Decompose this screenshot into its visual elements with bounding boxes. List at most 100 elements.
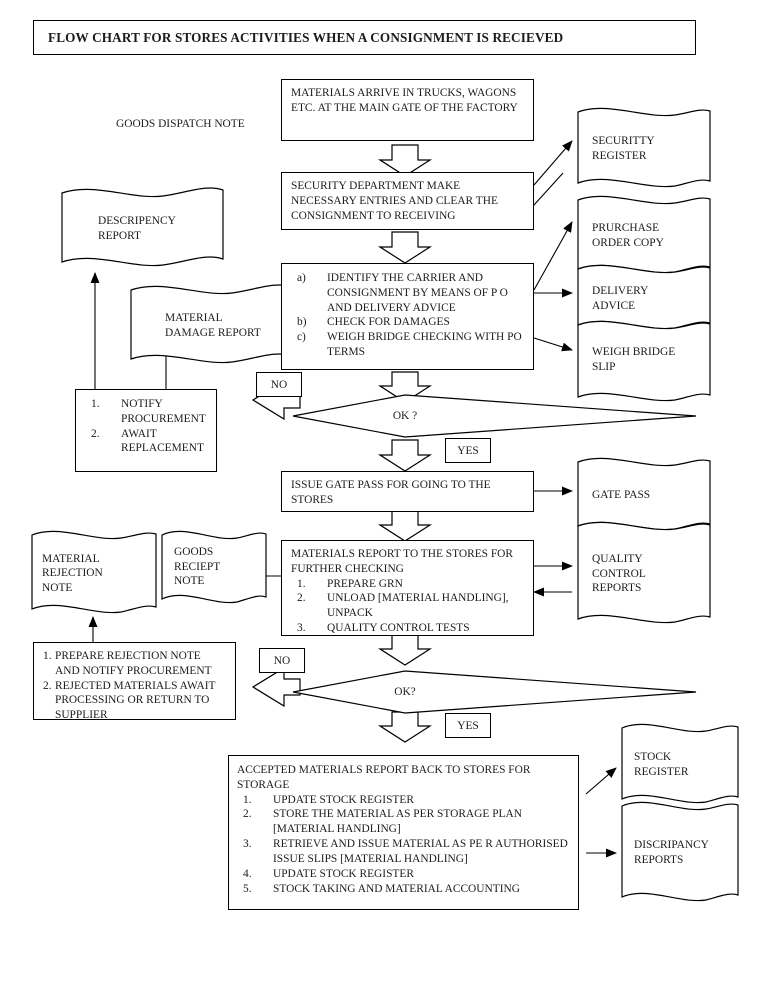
- list-marker: 2.: [91, 427, 100, 440]
- decision-diamond-ok1: [292, 394, 697, 438]
- document-label: DELIVERY ADVICE: [592, 284, 649, 312]
- notify-item-list: 1. NOTIFY PROCUREMENT 2. AWAIT REPLACEME…: [85, 397, 208, 456]
- chart-title: FLOW CHART FOR STORES ACTIVITIES WHEN A …: [33, 20, 696, 55]
- list-item: 2. STORE THE MATERIAL AS PER STORAGE PLA…: [237, 807, 570, 837]
- arrow-security-to-register: [533, 140, 573, 186]
- list-item: 1. PREPARE REJECTION NOTE AND NOTIFY PRO…: [43, 649, 227, 679]
- list-item: 2. REJECTED MATERIALS AWAIT PROCESSING O…: [43, 679, 227, 723]
- branch-label-no-1: NO: [256, 372, 302, 397]
- accepted-item-list: 1. UPDATE STOCK REGISTER 2. STORE THE MA…: [237, 793, 570, 897]
- list-marker: 1.: [43, 650, 52, 662]
- rejection-item-list: 1. PREPARE REJECTION NOTE AND NOTIFY PRO…: [43, 649, 227, 723]
- list-text: QUALITY CONTROL TESTS: [327, 622, 470, 635]
- list-item: 1. PREPARE GRN: [291, 577, 525, 592]
- document-label: GATE PASS: [592, 489, 651, 502]
- list-marker: c): [297, 331, 306, 344]
- branch-label-yes-2: YES: [445, 713, 491, 738]
- document-label: MATERIAL DAMAGE REPORT: [165, 312, 261, 339]
- list-item: c) WEIGH BRIDGE CHECKING WITH PO TERMS: [291, 330, 525, 360]
- process-prepare-rejection-note: 1. PREPARE REJECTION NOTE AND NOTIFY PRO…: [33, 642, 236, 723]
- document-label: WEIGH BRIDGE SLIP: [592, 346, 676, 373]
- list-text: STORE THE MATERIAL AS PER STORAGE PLAN […: [273, 808, 522, 836]
- list-marker: b): [297, 316, 307, 329]
- list-text: AWAIT REPLACEMENT: [121, 427, 204, 455]
- process-accepted-materials: ACCEPTED MATERIALS REPORT BACK TO STORES…: [228, 755, 579, 910]
- list-text: RETRIEVE AND ISSUE MATERIAL AS PE R AUTH…: [273, 838, 568, 865]
- document-label: SECURITTY REGISTER: [592, 135, 655, 162]
- list-text: IDENTIFY THE CARRIER AND CONSIGNMENT BY …: [327, 272, 508, 314]
- list-marker: 2.: [297, 592, 306, 605]
- list-marker: 3.: [243, 838, 252, 851]
- process-materials-arrive: MATERIALS ARRIVE IN TRUCKS, WAGONS ETC. …: [281, 79, 534, 141]
- list-marker: a): [297, 272, 306, 284]
- arrow-identify-to-wbs: [533, 337, 573, 352]
- list-text: PREPARE GRN: [327, 577, 403, 590]
- list-text: REJECTED MATERIALS AWAIT PROCESSING OR R…: [55, 679, 216, 722]
- document-delivery-advice: DELIVERY ADVICE: [578, 269, 710, 328]
- block-arrow-down-6: [377, 634, 433, 666]
- process-lead-text: MATERIALS REPORT TO THE STORES FOR FURTH…: [291, 548, 514, 575]
- list-marker: 1.: [91, 398, 100, 410]
- document-quality-control-reports: QUALITY CONTROL REPORTS: [578, 526, 710, 622]
- document-label: DISCRIPANCY REPORTS: [634, 839, 709, 866]
- document-security-register: SECURITTY REGISTER: [578, 112, 710, 186]
- list-item: 5. STOCK TAKING AND MATERIAL ACCOUNTING: [237, 882, 570, 897]
- document-descripency-report: DESCRIPENCY REPORT: [62, 193, 223, 265]
- block-arrow-down-4: [377, 439, 433, 472]
- decision-label-ok1: OK ?: [392, 410, 418, 422]
- list-marker: 5.: [243, 882, 252, 895]
- document-stock-register: STOCK REGISTER: [622, 728, 738, 802]
- list-item: 3. QUALITY CONTROL TESTS: [291, 621, 525, 636]
- block-arrow-down-3: [377, 371, 433, 403]
- process-notify-procurement: 1. NOTIFY PROCUREMENT 2. AWAIT REPLACEME…: [75, 389, 217, 472]
- list-item: a) IDENTIFY THE CARRIER AND CONSIGNMENT …: [291, 271, 525, 315]
- document-label: DESCRIPENCY REPORT: [98, 215, 176, 242]
- document-label: GOODS RECIEPT NOTE: [174, 546, 221, 588]
- list-text: UNLOAD [MATERIAL HANDLING], UNPACK: [327, 592, 509, 620]
- document-purchase-order-copy: PRURCHASE ORDER COPY: [578, 200, 710, 272]
- list-item: 1. UPDATE STOCK REGISTER: [237, 793, 570, 808]
- arrow-identify-to-po: [533, 221, 573, 291]
- process-materials-report-stores: MATERIALS REPORT TO THE STORES FOR FURTH…: [281, 540, 534, 636]
- process-issue-gate-pass: ISSUE GATE PASS FOR GOING TO THE STORES: [281, 471, 534, 512]
- list-marker: 3.: [297, 622, 306, 635]
- document-label: PRURCHASE ORDER COPY: [592, 222, 664, 249]
- line-gdn-to-security: [533, 172, 564, 206]
- document-goods-reciept-note: GOODS RECIEPT NOTE: [162, 531, 266, 603]
- list-text: NOTIFY PROCUREMENT: [121, 398, 206, 425]
- list-text: CHECK FOR DAMAGES: [327, 316, 450, 329]
- document-discripancy-reports: DISCRIPANCY REPORTS: [622, 806, 738, 900]
- list-item: 4. UPDATE STOCK REGISTER: [237, 867, 570, 882]
- list-text: UPDATE STOCK REGISTER: [273, 867, 414, 880]
- document-gate-pass: GATE PASS: [578, 462, 710, 529]
- branch-label-yes-1: YES: [445, 438, 491, 463]
- document-material-rejection-note: MATERIAL REJECTION NOTE: [32, 535, 156, 612]
- list-marker: 1.: [243, 793, 252, 806]
- list-text: PREPARE REJECTION NOTE AND NOTIFY PROCUR…: [55, 650, 212, 677]
- process-identify-carrier: a) IDENTIFY THE CARRIER AND CONSIGNMENT …: [281, 263, 534, 370]
- list-marker: 2.: [243, 808, 252, 821]
- process-security-department: SECURITY DEPARTMENT MAKE NECESSARY ENTRI…: [281, 172, 534, 230]
- block-arrow-down-2: [377, 231, 433, 264]
- list-text: UPDATE STOCK REGISTER: [273, 793, 414, 806]
- stores-item-list: 1. PREPARE GRN 2. UNLOAD [MATERIAL HANDL…: [291, 577, 525, 636]
- branch-label-no-2: NO: [259, 648, 305, 673]
- arrow-accepted-to-stock: [585, 767, 617, 795]
- decision-diamond-ok2: [292, 670, 697, 714]
- block-arrow-down-5: [377, 510, 433, 542]
- identify-item-list: a) IDENTIFY THE CARRIER AND CONSIGNMENT …: [291, 271, 525, 360]
- list-text: STOCK TAKING AND MATERIAL ACCOUNTING: [273, 882, 520, 895]
- document-material-damage-report: MATERIAL DAMAGE REPORT: [131, 290, 292, 362]
- label-goods-dispatch-note: GOODS DISPATCH NOTE: [116, 118, 245, 130]
- document-label: QUALITY CONTROL REPORTS: [592, 553, 646, 595]
- list-marker: 2.: [43, 679, 52, 692]
- list-item: 2. UNLOAD [MATERIAL HANDLING], UNPACK: [291, 591, 525, 621]
- list-marker: 4.: [243, 867, 252, 880]
- process-lead-text: ACCEPTED MATERIALS REPORT BACK TO STORES…: [237, 764, 531, 791]
- document-label: MATERIAL REJECTION NOTE: [42, 552, 103, 594]
- document-weigh-bridge-slip: WEIGH BRIDGE SLIP: [578, 328, 710, 400]
- block-arrow-left-no-2: [251, 666, 301, 708]
- list-marker: 1.: [297, 577, 306, 590]
- list-item: 1. NOTIFY PROCUREMENT: [85, 397, 208, 427]
